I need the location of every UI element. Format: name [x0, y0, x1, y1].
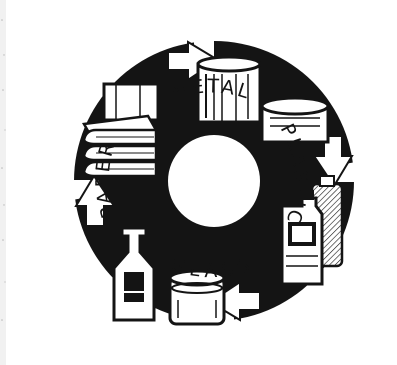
scan-edge-speckle: [0, 0, 6, 365]
center-hole: [168, 135, 260, 227]
